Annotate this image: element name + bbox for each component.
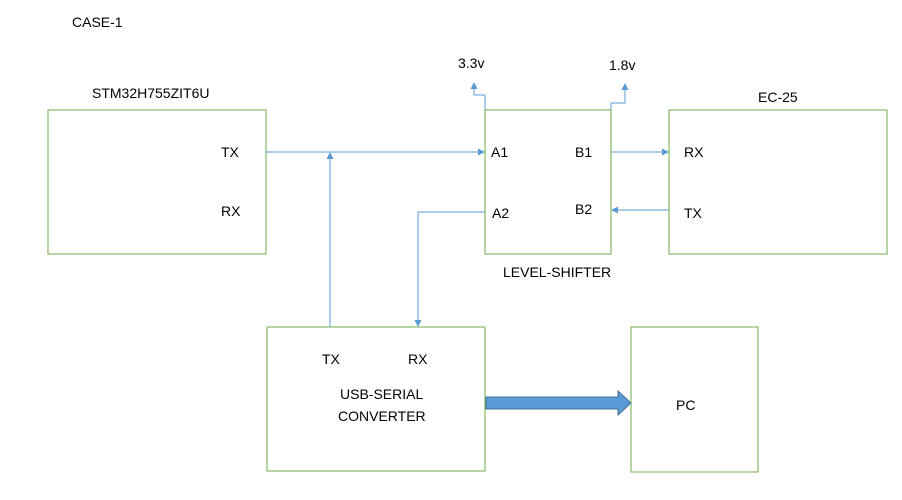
mcu-tx-pin: TX: [221, 144, 240, 160]
a2-to-usb-rx-wire: [417, 211, 485, 321]
usb-serial-block: [266, 326, 486, 472]
level-shifter-b2-pin: B2: [575, 201, 592, 217]
pc-label: PC: [676, 397, 695, 413]
level-shifter-b1-pin: B1: [575, 144, 592, 160]
usb-serial-label-line2: CONVERTER: [338, 408, 426, 424]
usb-tx-junction-arrowhead: [326, 152, 334, 159]
ec25-block: [668, 109, 888, 255]
pc-block: [630, 326, 759, 473]
level-shifter-a1-pin: A1: [491, 144, 508, 160]
usb-serial-tx-pin: TX: [322, 351, 341, 367]
usb-serial-label-line1: USB-SERIAL: [340, 386, 423, 402]
ec25-rx-pin: RX: [684, 144, 704, 160]
supply-1v8-wire: [610, 89, 626, 110]
supply-3v3-wire: [473, 88, 486, 110]
ec25-label: EC-25: [758, 89, 798, 105]
level-shifter-label: LEVEL-SHIFTER: [503, 264, 611, 280]
mcu-rx-pin: RX: [221, 203, 241, 219]
mcu-block: [47, 109, 267, 255]
level-shifter-a2-pin: A2: [492, 205, 509, 221]
supply-3v3-arrowhead: [470, 82, 478, 89]
ec25-rx-arrowhead: [662, 148, 669, 156]
usb-rx-arrowhead: [414, 320, 422, 327]
mcu-label: STM32H755ZIT6U: [92, 85, 209, 101]
usb-to-pc-arrow: [485, 389, 632, 417]
usb-serial-rx-pin: RX: [408, 351, 428, 367]
ec25-tx-pin: TX: [684, 205, 703, 221]
supply-3v3-label: 3.3v: [458, 55, 484, 71]
a1-arrowhead: [478, 148, 485, 156]
b2-arrowhead: [611, 206, 618, 214]
supply-1v8-label: 1.8v: [609, 57, 635, 73]
supply-1v8-arrowhead: [621, 83, 629, 90]
level-shifter-block: [484, 109, 612, 255]
diagram-title: CASE-1: [72, 14, 123, 30]
